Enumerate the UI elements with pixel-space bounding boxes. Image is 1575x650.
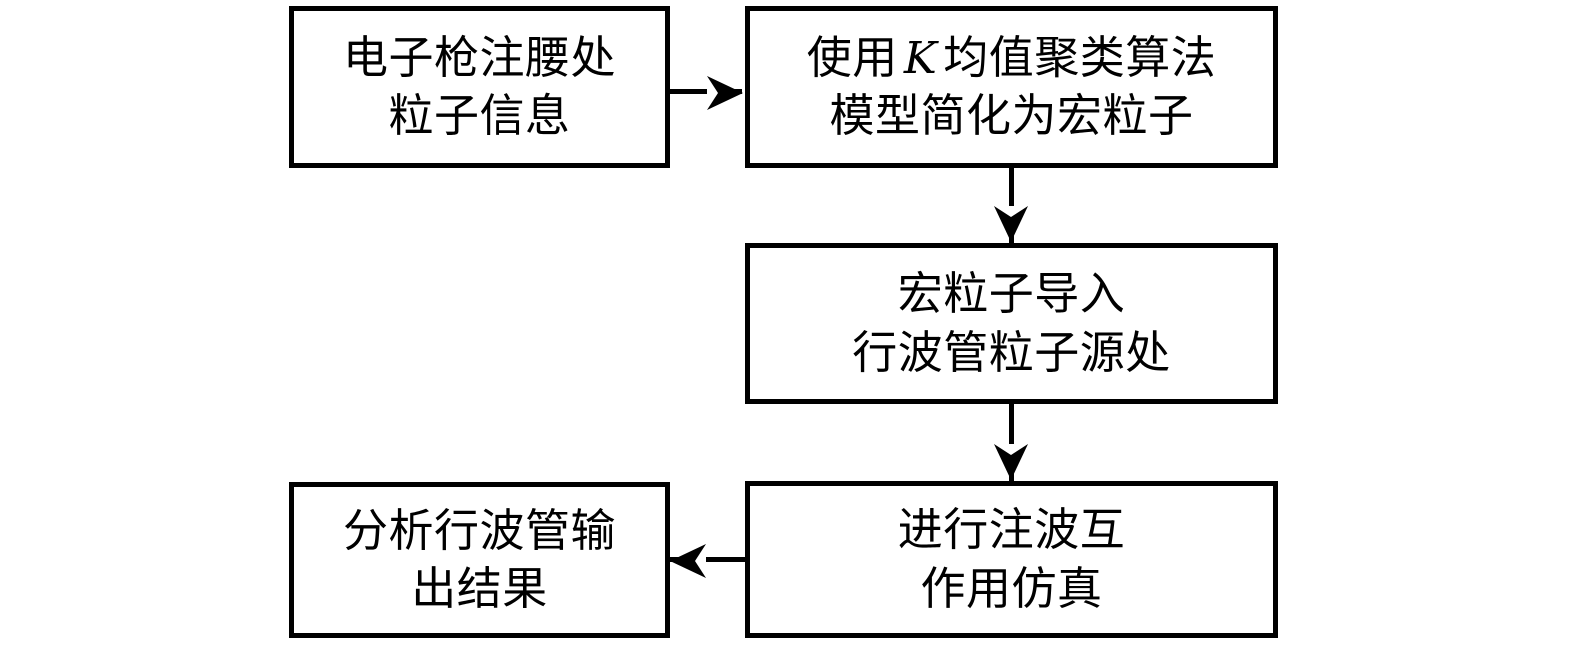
node-kmeans-line-2: 模型简化为宏粒子 — [829, 89, 1194, 142]
node-simulate-line-2: 作用仿真 — [920, 561, 1103, 615]
edge-shaft — [670, 89, 742, 94]
node-import-macroparticles-to-twt-source[interactable]: 宏粒子导入 行波管粒子源处 — [745, 243, 1278, 404]
edge-shaft — [1009, 404, 1014, 482]
edge-shaft — [670, 557, 746, 562]
arrowhead-notch — [994, 206, 1028, 217]
node-import-line-1: 宏粒子导入 — [897, 267, 1126, 320]
node-source-line-1: 电子枪注腰处 — [342, 30, 616, 84]
node-source-line-2: 粒子信息 — [388, 89, 571, 142]
node-analyze-twt-output-results[interactable]: 分析行波管输 出结果 — [289, 482, 670, 638]
node-analyze-line-1: 分析行波管输 — [342, 503, 616, 557]
node-analyze-line-2: 出结果 — [411, 562, 548, 615]
node-kmeans-line-1-suffix: 均值聚类算法 — [943, 30, 1217, 84]
node-beam-wave-interaction-simulation[interactable]: 进行注波互 作用仿真 — [745, 481, 1278, 638]
arrowhead-notch — [994, 444, 1028, 455]
node-electron-gun-particle-info[interactable]: 电子枪注腰处 粒子信息 — [289, 6, 670, 168]
arrowhead-notch — [695, 544, 706, 578]
math-variable-k: K — [903, 32, 938, 84]
node-simulate-line-1: 进行注波互 — [897, 503, 1126, 556]
node-kmeans-line-1-prefix: 使用 — [806, 30, 898, 84]
arrowhead-notch — [707, 76, 718, 110]
node-import-line-2: 行波管粒子源处 — [852, 325, 1171, 379]
